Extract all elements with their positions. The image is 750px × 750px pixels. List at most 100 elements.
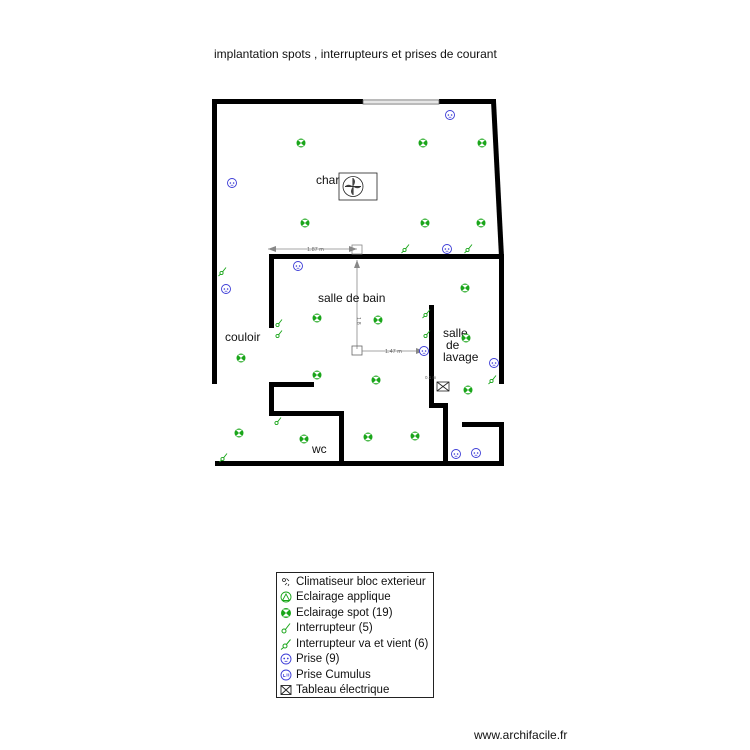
legend-label: Prise Cumulus: [296, 668, 371, 681]
interrupteur-va-et-vient-icon: [488, 375, 497, 385]
wall-laundry-west: [429, 305, 434, 408]
prise-icon: [293, 261, 303, 271]
wall-south: [215, 461, 504, 466]
legend-item: Interrupteur (5): [280, 621, 433, 637]
legend-item: Climatiseur bloc exterieur: [280, 574, 433, 590]
spot-icon: [461, 333, 471, 343]
room-label-salle-de-lavage-3: lavage: [443, 350, 479, 364]
wall-closet-right: [499, 422, 504, 466]
spot-icon: [363, 432, 373, 442]
legend-item: Prise Cumulus: [280, 667, 433, 683]
wall-bathroom-west: [269, 254, 274, 328]
dimension-label-top: 1.87 m: [307, 247, 324, 253]
wall-west: [212, 100, 217, 384]
prise-icon: [489, 358, 499, 368]
spot-icon: [300, 218, 310, 228]
spot-icon: [410, 431, 420, 441]
room-label-salle-de-lavage-1: salle: [443, 326, 468, 340]
climatiseur-unit: [338, 172, 378, 201]
plan-title: implantation spots , interrupteurs et pr…: [214, 47, 497, 61]
eclairage-applique-icon: [280, 591, 292, 603]
room-label-couloir: couloir: [225, 330, 260, 344]
room-label-chambre: char: [316, 173, 339, 187]
wall-north-right: [439, 99, 496, 104]
prise-icon: [280, 653, 292, 665]
legend-label: Tableau électrique: [296, 684, 390, 697]
spot-icon: [312, 313, 322, 323]
wall-wc-left: [269, 382, 274, 416]
legend-label: Interrupteur va et vient (6): [296, 637, 429, 650]
spot-icon: [463, 385, 473, 395]
watermark: www.archifacile.fr: [474, 728, 568, 742]
window: [362, 99, 440, 105]
spot-icon: [477, 138, 487, 148]
interrupteur-va-et-vient-icon: [219, 453, 228, 463]
legend-item: Eclairage applique: [280, 590, 433, 606]
interrupteur-va-et-vient-icon: [218, 267, 227, 277]
wall-wc-mid: [269, 411, 344, 416]
wall-laundry-lower: [443, 403, 448, 465]
spot-icon: [420, 218, 430, 228]
prise-cumulus-icon: [471, 448, 481, 458]
spot-icon: [476, 218, 486, 228]
interrupteur-icon: [281, 623, 291, 634]
legend-label: Eclairage applique: [296, 591, 391, 604]
walls: [212, 99, 504, 466]
interrupteur-va-et-vient-icon: [464, 244, 473, 254]
spot-icon: [373, 315, 383, 325]
prise-icon: [227, 178, 237, 188]
legend-item: Tableau électrique: [280, 683, 433, 699]
wall-bathroom-north: [269, 254, 504, 259]
spot-icon: [234, 428, 244, 438]
prise-icon: [221, 284, 231, 294]
spot-icon: [236, 353, 246, 363]
legend-label: Interrupteur (5): [296, 622, 373, 635]
legend-item: Eclairage spot (19): [280, 605, 433, 621]
eclairage-spot-icon: [281, 607, 291, 618]
dimension-label-small: 0.1 m: [425, 375, 437, 380]
room-label-salle-de-bain: salle de bain: [318, 291, 385, 305]
prises: [221, 110, 499, 459]
prise-icon: [445, 110, 455, 120]
legend-label: Prise (9): [296, 653, 340, 666]
spot-icon: [371, 375, 381, 385]
climatiseur-icon: [282, 577, 290, 586]
legend-item: Prise (9): [280, 652, 433, 668]
spot-icon: [460, 283, 470, 293]
wall-closet-top: [462, 422, 504, 427]
dimension-label-vertical: 1.8: [355, 317, 361, 325]
spot-icon: [296, 138, 306, 148]
legend-label: Climatiseur bloc exterieur: [296, 575, 426, 588]
legend-label: Eclairage spot (19): [296, 606, 393, 619]
wall-east: [499, 254, 504, 384]
room-labels: char salle de bain couloir salle de lava…: [225, 173, 479, 456]
dimension-label-bottom: 1.47 m: [385, 349, 402, 355]
wall-wc-right: [339, 411, 344, 465]
prise-icon: [419, 346, 429, 356]
dimension-lines: [268, 244, 424, 356]
room-label-wc: wc: [311, 442, 327, 456]
spot-icon: [312, 370, 322, 380]
legend-item: Interrupteur va et vient (6): [280, 636, 433, 652]
prise-cumulus-icon: [280, 669, 292, 681]
prise-icon: [442, 244, 452, 254]
wall-east-slanted: [491, 101, 504, 257]
interrupteur-va-et-vient-icon: [401, 244, 410, 254]
interrupteur-va-et-vient-icon: [280, 638, 291, 650]
tableau-electrique: [436, 381, 450, 392]
prise-icon: [451, 449, 461, 459]
legend: Climatiseur bloc exterieur Eclairage app…: [276, 572, 434, 698]
spot-icon: [418, 138, 428, 148]
spot-icon: [299, 434, 309, 444]
room-label-salle-de-lavage-2: de: [446, 338, 460, 352]
tableau-electrique-icon: [280, 685, 292, 696]
wall-wc-top: [269, 382, 314, 387]
dimension-labels: 1.87 m 1.8 1.47 m 0.1 m: [307, 247, 437, 380]
interrupteur-icon: [275, 319, 283, 328]
interrupteur-icon: [274, 417, 282, 426]
interrupteur-va-et-vient-icon: [422, 309, 431, 319]
wall-north-left: [212, 99, 363, 104]
interrupteur-icon: [275, 330, 283, 339]
wall-laundry-step: [429, 403, 448, 408]
